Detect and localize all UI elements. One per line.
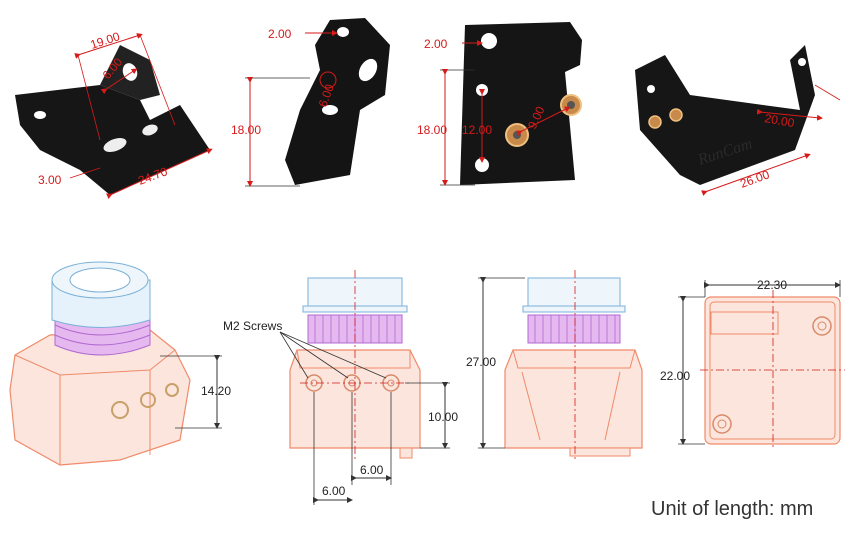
side-height-dim: 27.00 xyxy=(466,355,496,369)
back-height-dim: 22.00 xyxy=(660,369,690,383)
bracket1-top-dim: 19.00 xyxy=(89,29,122,52)
bracket-u-view: RunCam 26.00 20.00 xyxy=(635,45,841,196)
bracket-front-view: 2.00 18.00 12.00 9.00 xyxy=(417,22,582,186)
camera-iso-height-dim: 14.20 xyxy=(201,384,231,398)
front-height-dim: 10.00 xyxy=(428,410,458,424)
bracket3-inner-dim: 12.00 xyxy=(462,123,492,137)
bracket1-side-dim: 3.00 xyxy=(38,173,62,187)
bracket4-diag-dim: 20.00 xyxy=(763,111,795,130)
bracket2-height-dim: 18.00 xyxy=(231,123,261,137)
unit-note: Unit of length: mm xyxy=(651,498,814,520)
front-spacing-dim-2: 6.00 xyxy=(322,484,346,498)
bracket4-width-dim: 26.00 xyxy=(738,167,771,191)
bracket3-top-dim: 2.00 xyxy=(424,37,448,51)
camera-side-view: 27.00 xyxy=(466,270,643,460)
bracket3-height-dim: 18.00 xyxy=(417,123,447,137)
m2-screws-label: M2 Screws xyxy=(223,319,282,333)
front-spacing-dim-1: 6.00 xyxy=(360,463,384,477)
back-width-dim: 22.30 xyxy=(757,278,787,292)
bracket-iso-view: 19.00 6.00 3.00 24.70 xyxy=(15,29,213,199)
camera-iso-view: 14.20 xyxy=(9,261,231,466)
bracket-side-view: 2.00 18.00 6.00 xyxy=(231,18,390,187)
bracket2-top-dim: 2.00 xyxy=(268,27,292,41)
camera-back-view: 22.30 22.00 xyxy=(660,278,845,450)
camera-front-view: M2 Screws 10.00 6.00 6.00 xyxy=(223,270,458,505)
